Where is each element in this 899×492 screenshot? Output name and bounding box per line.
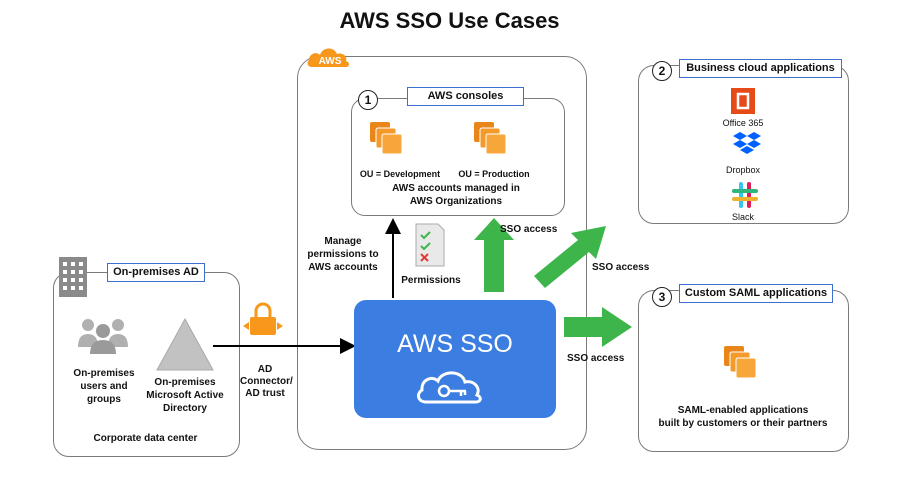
number-badge-3: 3	[652, 287, 672, 307]
dropbox-label: Dropbox	[725, 165, 761, 175]
dropbox-icon	[733, 132, 761, 154]
aws-cloud-icon	[307, 48, 349, 67]
onprem-users-line2: users and	[80, 381, 128, 392]
saml-desc-line1: SAML-enabled applications	[677, 405, 809, 416]
ad-connector-line2: Connector/	[240, 376, 293, 387]
ad-connector-line3: AD trust	[245, 388, 285, 399]
permissions-checklist-icon	[415, 223, 445, 267]
business-apps-tag: Business cloud applications	[679, 59, 842, 78]
office365-label: Office 365	[722, 118, 764, 128]
page-title: AWS SSO Use Cases	[339, 8, 560, 33]
onprem-tag: On-premises AD	[107, 263, 205, 282]
aws-sso-label: AWS SSO	[397, 330, 513, 358]
permissions-label: Permissions	[401, 275, 461, 286]
users-icon	[78, 319, 128, 354]
directory-triangle-icon	[156, 317, 214, 371]
ou-stack-icon	[474, 122, 507, 155]
consoles-box	[351, 98, 565, 216]
sso-cloud-key-icon	[417, 371, 482, 404]
sso-access-up-arrow	[474, 218, 514, 292]
slack-icon	[732, 182, 758, 208]
custom-saml-tag: Custom SAML applications	[679, 284, 833, 303]
manage-permissions-line3: AWS accounts	[308, 262, 378, 273]
sso-access-diagonal-label: SSO access	[592, 262, 650, 273]
onprem-footer: Corporate data center	[93, 433, 198, 444]
sso-access-right-arrow	[564, 307, 632, 347]
ou-stack-icon	[370, 122, 403, 155]
onprem-users-line1: On-premises	[73, 368, 135, 379]
number-badge-2: 2	[652, 61, 672, 81]
sso-access-right-label: SSO access	[567, 353, 625, 364]
sso-access-up-label: SSO access	[500, 224, 558, 235]
lock-icon	[243, 302, 283, 335]
managed-accounts-line1: AWS accounts managed in	[392, 183, 520, 194]
saml-desc-line2: built by customers or their partners	[658, 418, 828, 429]
manage-permissions-line1: Manage	[324, 236, 362, 247]
number-badge-1: 1	[358, 90, 378, 110]
onprem-ad-line2: Microsoft Active	[146, 390, 224, 401]
building-icon	[59, 257, 87, 297]
onprem-ad-line3: Directory	[163, 403, 207, 414]
manage-permissions-line2: permissions to	[307, 249, 379, 260]
slack-label: Slack	[731, 212, 754, 222]
ad-connector-line1: AD	[257, 364, 273, 375]
aws-sso-box	[354, 300, 556, 418]
office365-icon	[731, 88, 755, 114]
aws-badge-label: AWS	[318, 56, 342, 67]
onprem-users-line3: groups	[87, 394, 121, 405]
managed-accounts-line2: AWS Organizations	[409, 196, 503, 207]
sso-access-diagonal-arrow	[534, 226, 606, 288]
ou-production-label: OU = Production	[458, 169, 530, 179]
onprem-ad-line1: On-premises	[154, 377, 216, 388]
saml-stack-icon	[724, 346, 757, 379]
ou-development-label: OU = Development	[359, 169, 441, 179]
consoles-tag: AWS consoles	[407, 87, 524, 106]
